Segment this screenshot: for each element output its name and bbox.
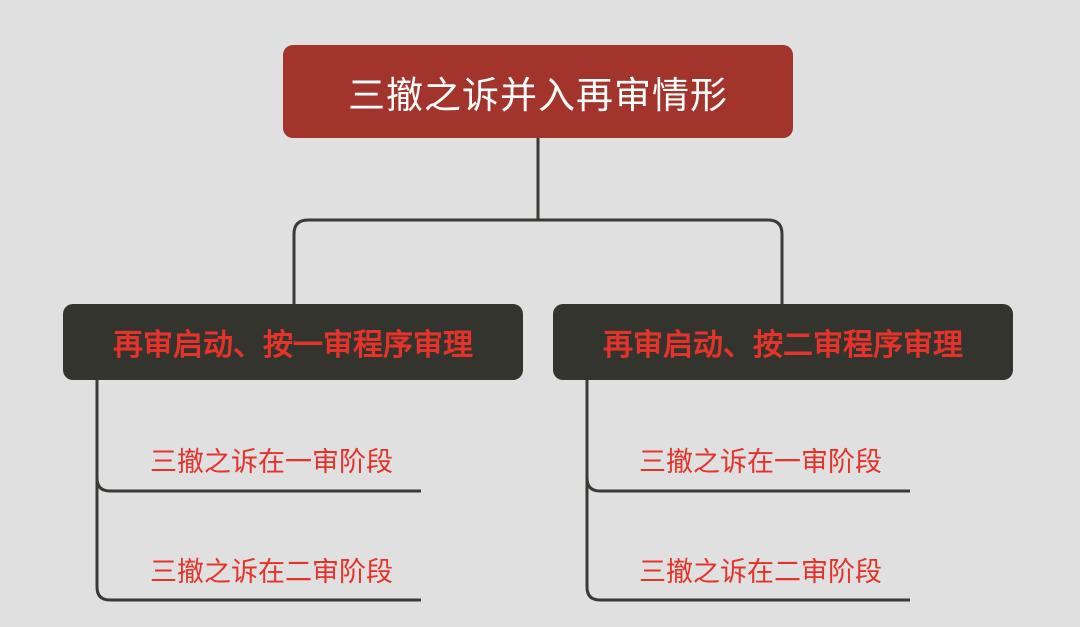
left-leaf-1-underline (95, 477, 421, 493)
leaf-node-label: 三撤之诉在二审阶段 (150, 557, 393, 588)
right-branch-spine-connector (585, 380, 910, 602)
root-node: 三撤之诉并入再审情形 (283, 45, 793, 138)
branch-node-label: 再审启动、按二审程序审理 (603, 328, 963, 363)
branch-split-connector (292, 218, 784, 304)
left-branch-spine-connector (95, 380, 421, 602)
leaf-node-label: 三撤之诉在一审阶段 (150, 447, 393, 478)
branch-node-label: 再审启动、按一审程序审理 (113, 328, 473, 363)
root-node-label: 三撤之诉并入再审情形 (348, 73, 728, 117)
leaf-node-label: 三撤之诉在一审阶段 (639, 447, 882, 478)
right-leaf-1-underline (585, 477, 910, 493)
leaf-node-label: 三撤之诉在二审阶段 (639, 557, 882, 588)
branch-node-first-instance: 再审启动、按一审程序审理 (63, 304, 523, 380)
branch-node-second-instance: 再审启动、按二审程序审理 (553, 304, 1013, 380)
